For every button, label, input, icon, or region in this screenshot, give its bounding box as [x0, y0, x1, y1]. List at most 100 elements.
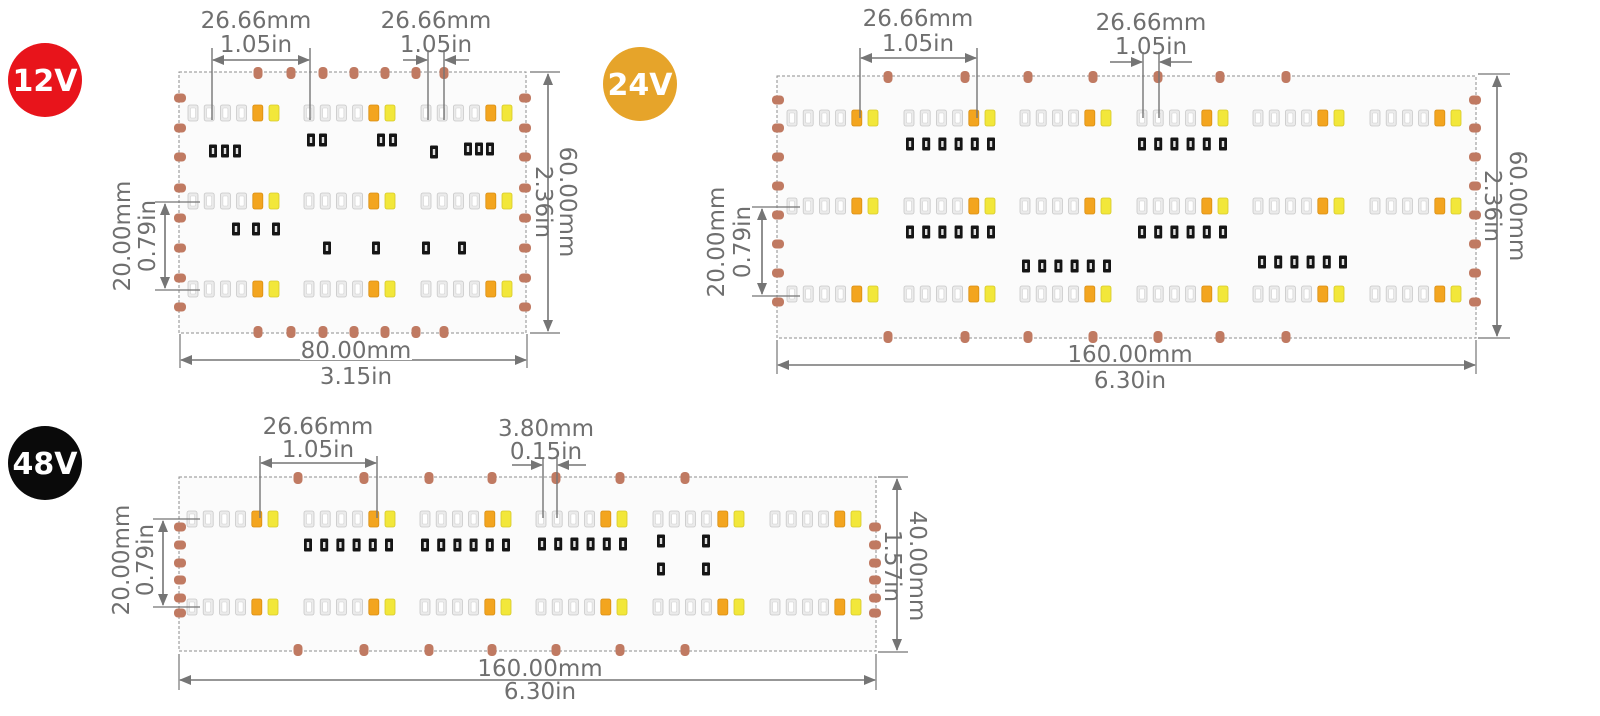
led-lens	[354, 601, 361, 613]
led-lens	[1287, 200, 1294, 212]
resistor-mark	[374, 245, 378, 251]
badge-24v: 24V	[603, 47, 677, 121]
led-chip	[384, 598, 396, 616]
solder-pad	[1153, 71, 1163, 83]
led-lens	[554, 601, 561, 613]
led-chip	[268, 280, 280, 298]
led-chip	[1217, 109, 1229, 127]
led-lens	[221, 601, 228, 613]
led-chip	[501, 192, 513, 210]
dim-label-mm: 20.00mm	[110, 181, 136, 292]
resistor-mark	[1205, 141, 1208, 147]
led-lens	[821, 112, 828, 124]
led-lens	[471, 107, 478, 119]
led-lens	[237, 601, 244, 613]
led-lens	[687, 513, 694, 525]
led-chip	[368, 280, 380, 298]
led-lens	[954, 112, 961, 124]
led-chip	[834, 598, 846, 616]
solder-pad	[869, 593, 881, 603]
resistor-mark	[235, 148, 239, 154]
led-lens	[1303, 200, 1310, 212]
led-lens	[423, 283, 429, 295]
strip-24v-pcb	[772, 71, 1481, 343]
led-lens	[922, 288, 929, 300]
resistor-mark	[309, 137, 313, 143]
solder-pad	[1215, 331, 1225, 343]
led-lens	[837, 200, 844, 212]
badge-12v: 12V	[8, 43, 82, 117]
solder-pad	[1281, 331, 1291, 343]
led-lens	[354, 107, 361, 119]
resistor-mark	[211, 148, 215, 154]
led-lens	[338, 195, 345, 207]
solder-pad	[1469, 152, 1481, 162]
led-lens	[938, 112, 945, 124]
led-lens	[1070, 200, 1077, 212]
solder-pad	[174, 575, 186, 585]
resistor-mark	[1205, 229, 1208, 235]
badge-12v-label: 12V	[13, 64, 79, 99]
strip-48v-top-dimension-1: 26.66mm 1.05in	[259, 414, 378, 518]
led-lens	[1171, 200, 1178, 212]
dim-label-in: 0.79in	[133, 524, 159, 596]
led-lens	[1155, 288, 1161, 300]
resistor-mark	[1041, 263, 1044, 269]
resistor-mark	[1277, 259, 1280, 265]
led-lens	[1372, 200, 1378, 212]
solder-pad	[174, 152, 186, 162]
led-chip	[1100, 109, 1112, 127]
dim-label-mm: 26.66mm	[201, 8, 312, 34]
resistor-mark	[1140, 141, 1144, 147]
badge-48v: 48V	[8, 426, 82, 500]
led-lens	[322, 107, 329, 119]
led-chip	[484, 598, 496, 616]
led-lens	[805, 288, 812, 300]
resistor-mark	[957, 229, 960, 235]
solder-pad	[174, 540, 186, 550]
solder-pad	[174, 243, 186, 253]
resistor-mark	[387, 542, 391, 548]
led-lens	[439, 283, 446, 295]
resistor-mark	[925, 141, 928, 147]
led-lens	[439, 195, 446, 207]
led-lens	[221, 513, 228, 525]
led-lens	[1420, 288, 1427, 300]
solder-pad	[772, 152, 784, 162]
strip-48v-pcb	[174, 472, 881, 656]
led-lens	[538, 513, 544, 525]
led-chip	[733, 510, 745, 528]
resistor-mark	[621, 541, 625, 547]
led-lens	[1022, 200, 1028, 212]
solder-pad	[487, 472, 497, 484]
resistor-mark	[589, 541, 592, 547]
led-lens	[206, 283, 212, 295]
led-lens	[570, 601, 577, 613]
resistor-mark	[432, 149, 436, 155]
solder-pad	[1153, 331, 1163, 343]
resistor-mark	[488, 146, 492, 152]
led-chip	[368, 192, 380, 210]
led-chip	[834, 510, 846, 528]
solder-pad	[869, 575, 881, 585]
solder-pad	[174, 522, 186, 532]
led-lens	[222, 195, 229, 207]
led-lens	[205, 601, 211, 613]
resistor-mark	[908, 141, 912, 147]
resistor-mark	[941, 141, 944, 147]
led-lens	[906, 112, 912, 124]
led-chip	[252, 192, 264, 210]
led-lens	[222, 283, 229, 295]
solder-pad	[286, 67, 296, 79]
led-lens	[655, 601, 661, 613]
led-lens	[1155, 112, 1161, 124]
solder-pad	[519, 273, 531, 283]
solder-pad	[1469, 297, 1481, 307]
strip-12v-top-dimension-1: 26.66mm 1.05in	[201, 8, 312, 120]
pcb-board	[776, 75, 1477, 339]
led-lens	[1372, 112, 1378, 124]
led-lens	[671, 601, 678, 613]
led-chip	[1317, 109, 1329, 127]
led-chip	[1084, 197, 1096, 215]
led-chip	[267, 510, 279, 528]
